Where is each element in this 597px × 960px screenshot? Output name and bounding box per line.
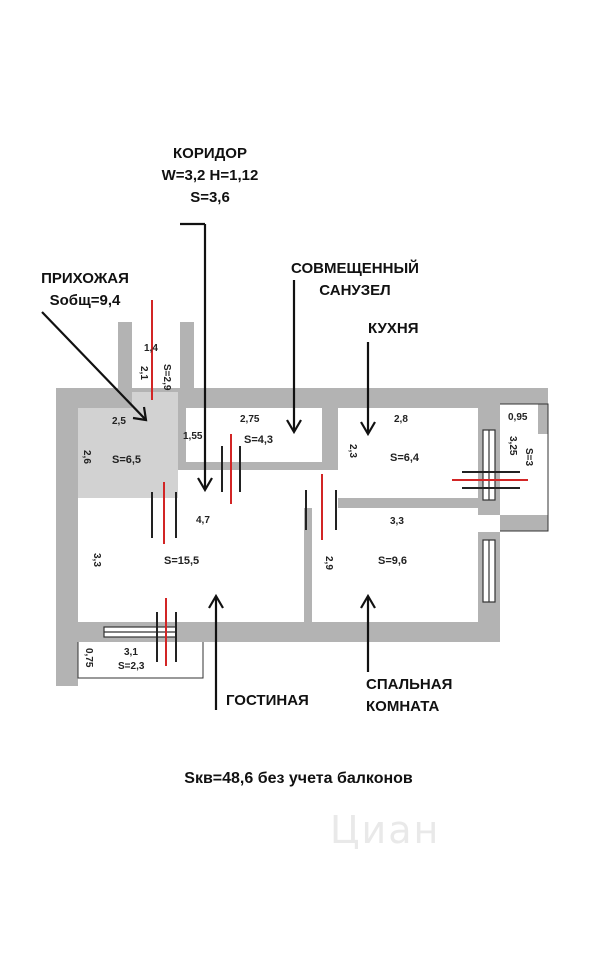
kitchen-width: 2,8 xyxy=(394,414,408,425)
bath-width: 2,75 xyxy=(240,414,260,425)
loggia-area: S=2,3 xyxy=(118,661,145,672)
bathroom-label-2: САНУЗЕЛ xyxy=(319,282,391,299)
hall-arrow xyxy=(41,311,147,421)
bedroom-label-2: КОМНАТА xyxy=(366,698,440,715)
bath-height: 1,55 xyxy=(183,431,203,442)
living-height: 3,3 xyxy=(91,553,102,567)
corridor-dims: W=3,2 H=1,12 xyxy=(161,167,259,184)
bedroom-partition xyxy=(304,508,312,622)
bathroom-label-1: СОВМЕЩЕННЫЙ xyxy=(291,260,419,277)
hall-area: S=6,5 xyxy=(112,454,142,466)
kitchen-wall xyxy=(338,498,478,508)
loggia-width: 3,1 xyxy=(124,647,138,658)
bedroom-label-1: СПАЛЬНАЯ xyxy=(366,676,453,693)
balcony-width: 0,95 xyxy=(508,412,528,423)
corridor-label: КОРИДОР xyxy=(173,145,247,162)
niche-wall-left xyxy=(118,322,132,392)
total-area: Sкв=48,6 без учета балконов xyxy=(184,770,413,787)
living-area: S=15,5 xyxy=(164,555,200,567)
hall-height: 2,6 xyxy=(81,450,92,464)
bath-partition-left xyxy=(178,408,186,470)
bedroom-height: 2,9 xyxy=(323,556,334,570)
kitchen-height: 2,3 xyxy=(347,444,358,458)
bedroom-width: 3,3 xyxy=(390,516,404,527)
kitchen-label: КУХНЯ xyxy=(368,320,419,337)
bath-partition-right xyxy=(322,408,338,470)
niche-width: 1,4 xyxy=(144,343,158,354)
windows xyxy=(103,429,496,638)
bedroom-area: S=9,6 xyxy=(378,555,408,567)
wall-bottom xyxy=(78,622,500,642)
niche-wall-right xyxy=(180,322,194,392)
living-width: 4,7 xyxy=(196,515,210,526)
hall-total-area: Sобщ=9,4 xyxy=(49,292,121,309)
loggia-post xyxy=(78,622,102,642)
balcony-area: S=3 xyxy=(523,448,534,467)
door-marks xyxy=(151,300,528,666)
hall-floor xyxy=(78,392,178,498)
pointer-arrows xyxy=(41,222,376,710)
loggia-height: 0,75 xyxy=(83,648,94,668)
balcony-stub xyxy=(538,404,548,434)
wall-left xyxy=(56,388,78,686)
corridor-area: S=3,6 xyxy=(190,189,230,206)
niche-height: 2,1 xyxy=(138,366,149,380)
bath-area: S=4,3 xyxy=(244,434,274,446)
niche-area: S=2,9 xyxy=(161,364,172,391)
kitchen-area: S=6,4 xyxy=(390,452,420,464)
watermark: Циан xyxy=(330,808,441,852)
balcony-height: 3,25 xyxy=(507,436,518,456)
hall-width: 2,5 xyxy=(112,416,126,427)
hall-label: ПРИХОЖАЯ xyxy=(41,270,129,287)
balcony-bottom xyxy=(500,515,548,531)
bath-partition-bottom xyxy=(178,462,338,470)
balcony-outline xyxy=(77,403,549,679)
loggia-outline xyxy=(77,642,204,679)
living-label: ГОСТИНАЯ xyxy=(226,692,309,709)
wall-top-balcony xyxy=(500,388,548,404)
